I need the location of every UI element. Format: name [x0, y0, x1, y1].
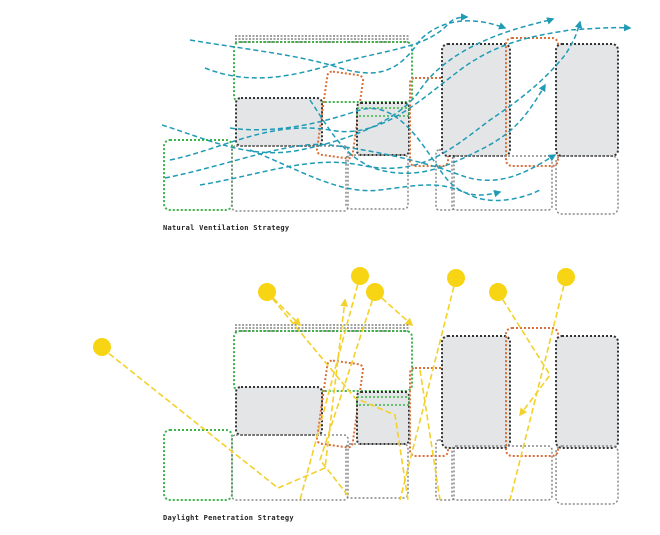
green-band-mid — [356, 396, 410, 406]
light-ray-arrow-icon — [266, 291, 409, 501]
light-ray-arrow-icon — [509, 276, 567, 501]
sun-icon — [366, 283, 384, 301]
sun-icon — [93, 338, 111, 356]
light-ray-arrow-icon — [299, 275, 361, 501]
building-blocks — [163, 327, 619, 505]
light-ray-arrow-icon — [266, 291, 302, 327]
outline-mid-ground — [345, 443, 409, 499]
outline-low-right — [451, 155, 553, 211]
outline-ground — [231, 145, 349, 212]
sun-icon — [258, 283, 276, 301]
orange-volume-right — [505, 37, 559, 167]
green-volume-top — [233, 330, 413, 392]
airflow-arrow-icon — [164, 143, 557, 182]
grey-volume-left — [235, 386, 323, 436]
outline-tower-base — [555, 155, 619, 215]
grey-tower-right — [555, 43, 619, 157]
grey-tower-right — [555, 335, 619, 449]
daylight-diagram — [93, 267, 619, 505]
green-volume-top — [233, 41, 413, 103]
sun-icon — [351, 267, 369, 285]
orange-volume-right — [505, 327, 559, 457]
orange-tilted-volume — [315, 70, 365, 160]
ventilation-caption: Natural Ventilation Strategy — [163, 224, 290, 232]
orange-volume-mid — [409, 367, 449, 457]
airflow-arrow-icon — [204, 13, 469, 79]
airflow-arrow-icon — [309, 83, 546, 174]
sun-icon — [557, 268, 575, 286]
orange-volume-mid — [409, 77, 449, 167]
light-ray-arrow-icon — [497, 291, 551, 417]
daylight-caption: Daylight Penetration Strategy — [163, 514, 294, 522]
building-blocks — [163, 37, 619, 215]
outline-low-right — [451, 445, 553, 501]
light-ray-arrow-icon — [399, 277, 457, 501]
green-volume-left — [163, 139, 233, 211]
orange-tilted-volume — [315, 359, 365, 449]
airflow-arrow-icon — [189, 20, 507, 74]
airflow-paths — [161, 13, 632, 202]
green-volume-left — [163, 429, 233, 501]
outline-tower-base — [555, 445, 619, 505]
outline-mid-ground — [345, 154, 409, 210]
grey-tower-left — [441, 335, 511, 449]
airflow-arrow-icon — [161, 17, 555, 154]
light-rays — [101, 275, 567, 501]
ventilation-diagram — [161, 13, 632, 215]
grey-volume-mid — [356, 391, 410, 445]
sun-icon — [447, 269, 465, 287]
outline-ground — [231, 434, 349, 501]
suns — [93, 267, 575, 356]
grey-volume-left — [235, 97, 323, 147]
light-ray-arrow-icon — [419, 369, 441, 501]
airflow-arrow-icon — [169, 23, 632, 161]
light-ray-arrow-icon — [101, 298, 349, 489]
sun-icon — [489, 283, 507, 301]
light-ray-arrow-icon — [374, 291, 414, 327]
light-ray-arrow-icon — [319, 291, 376, 499]
airflow-arrow-icon — [249, 149, 541, 202]
